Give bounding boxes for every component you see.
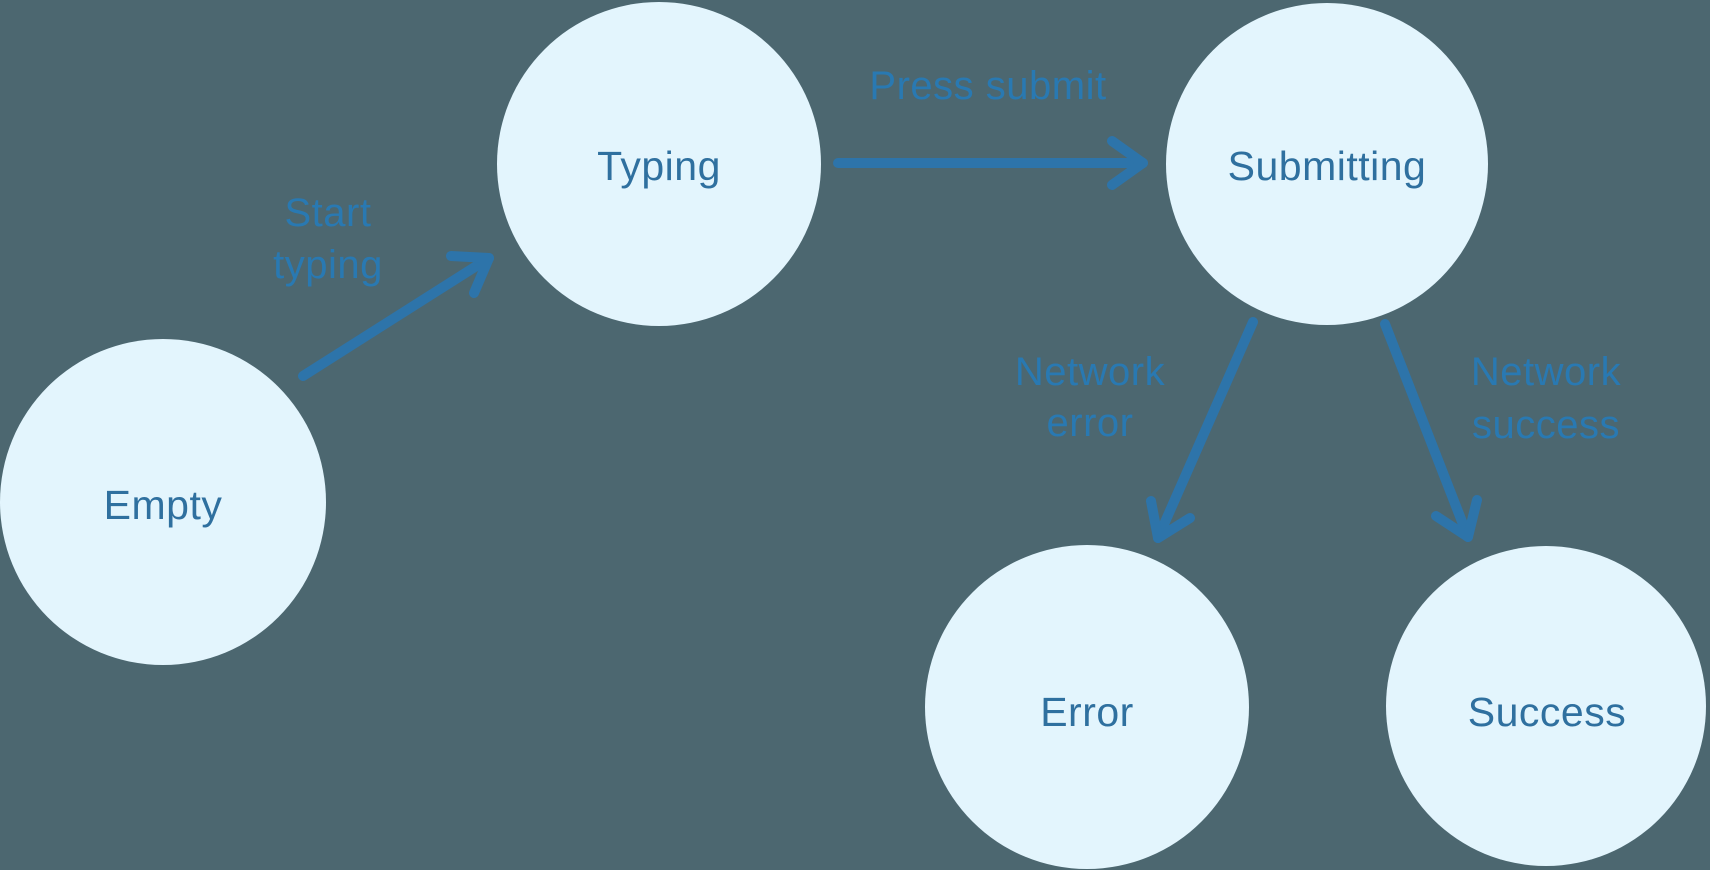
state-node-typing-circle bbox=[497, 2, 821, 326]
state-node-submitting: Submitting bbox=[1166, 3, 1488, 325]
state-node-empty-label: Empty bbox=[104, 482, 223, 528]
state-node-success-circle bbox=[1386, 546, 1706, 866]
edge-network-success: Network success bbox=[1380, 319, 1622, 542]
edge-press-submit-arrowhead-icon bbox=[1107, 136, 1148, 190]
state-node-empty-circle bbox=[0, 339, 326, 665]
state-node-error: Error bbox=[925, 545, 1249, 869]
state-node-submitting-circle bbox=[1166, 3, 1488, 325]
edge-network-success-label-line1: Network bbox=[1471, 350, 1622, 394]
edge-start-typing-label-line2: typing bbox=[273, 243, 383, 287]
state-node-typing: Typing bbox=[497, 2, 821, 326]
state-node-typing-label: Typing bbox=[597, 143, 721, 189]
edge-network-error: Network error bbox=[1015, 317, 1258, 543]
edge-start-typing-arrowhead-icon bbox=[446, 251, 494, 298]
edge-network-success-shaft bbox=[1380, 319, 1473, 542]
state-node-success-label: Success bbox=[1468, 689, 1626, 735]
state-node-error-label: Error bbox=[1040, 689, 1134, 735]
edge-network-error-label-line2: error bbox=[1047, 401, 1134, 445]
edge-press-submit: Press submit bbox=[833, 64, 1148, 190]
edge-start-typing: Start typing bbox=[273, 191, 494, 381]
state-node-success: Success bbox=[1386, 546, 1706, 866]
state-node-error-circle bbox=[925, 545, 1249, 869]
state-node-submitting-label: Submitting bbox=[1228, 143, 1427, 189]
edge-network-error-shaft bbox=[1153, 317, 1258, 543]
state-node-empty: Empty bbox=[0, 339, 326, 665]
edge-press-submit-label: Press submit bbox=[869, 64, 1106, 108]
edge-network-error-label-line1: Network bbox=[1015, 350, 1166, 394]
edge-start-typing-shaft bbox=[298, 253, 494, 381]
edge-network-success-label-line2: success bbox=[1472, 403, 1620, 447]
edge-network-error-arrowhead-icon bbox=[1146, 496, 1195, 543]
edge-start-typing-label-line1: Start bbox=[285, 191, 372, 235]
edge-network-success-arrowhead-icon bbox=[1431, 495, 1482, 542]
